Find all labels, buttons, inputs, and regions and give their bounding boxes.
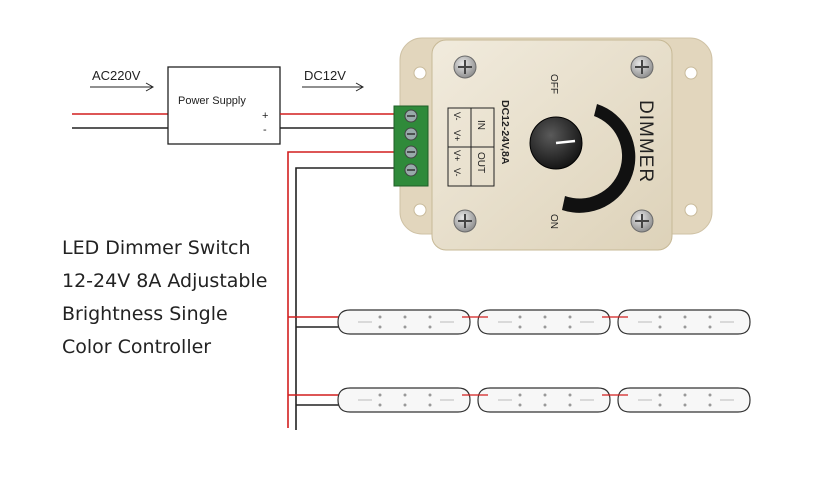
- led-strip-segment: [337, 387, 471, 413]
- pin-label-table: IN OUT V- V+ V+ V-: [447, 107, 495, 187]
- spec-label: DC12-24V,8A: [499, 100, 511, 165]
- caption-line-1: LED Dimmer Switch: [62, 237, 251, 259]
- ac-input-label: AC220V: [90, 68, 155, 92]
- led-strip-segment: [337, 309, 471, 335]
- svg-text:DC12V: DC12V: [304, 68, 346, 83]
- screw-icon: [453, 209, 477, 233]
- in-label: IN: [475, 120, 486, 130]
- off-label: OFF: [548, 74, 559, 94]
- caption-line-4: Color Controller: [62, 336, 212, 358]
- led-strip-row-2: [288, 387, 751, 413]
- ac-input-wires: [72, 113, 168, 129]
- screw-icon: [453, 55, 477, 79]
- pin-1: V-: [452, 112, 462, 121]
- screw-icon: [630, 209, 654, 233]
- minus-label: -: [263, 124, 267, 136]
- caption-line-3: Brightness Single: [62, 303, 228, 325]
- pin-2: V+: [452, 130, 462, 141]
- led-strip-segment: [477, 309, 611, 335]
- dc-output-label: DC12V: [302, 68, 365, 92]
- led-strip-segment: [617, 309, 751, 335]
- dimmer-knob: [529, 116, 583, 170]
- svg-text:AC220V: AC220V: [92, 68, 141, 83]
- brightness-arc: [562, 104, 636, 213]
- dc-output-wires: [280, 113, 408, 129]
- power-supply-label: Power Supply: [178, 95, 246, 107]
- led-strip-row-1: [288, 309, 751, 335]
- plus-label: +: [262, 110, 268, 122]
- on-label: ON: [548, 214, 559, 229]
- led-strip-segment: [617, 387, 751, 413]
- pin-4: V-: [452, 168, 462, 177]
- pin-3: V+: [452, 150, 462, 161]
- output-wires: [287, 151, 408, 430]
- product-caption: LED Dimmer Switch 12-24V 8A Adjustable B…: [62, 232, 267, 364]
- caption-line-2: 12-24V 8A Adjustable: [62, 270, 268, 292]
- screw-icon: [630, 55, 654, 79]
- out-label: OUT: [475, 152, 486, 173]
- power-supply-box: Power Supply + -: [167, 66, 281, 145]
- dimmer-device: IN OUT V- V+ V+ V- DC12-24V,8A OFF ON DI…: [393, 37, 713, 251]
- led-strip-segment: [477, 387, 611, 413]
- dimmer-title: DIMMER: [635, 100, 656, 183]
- terminal-block: [393, 105, 429, 187]
